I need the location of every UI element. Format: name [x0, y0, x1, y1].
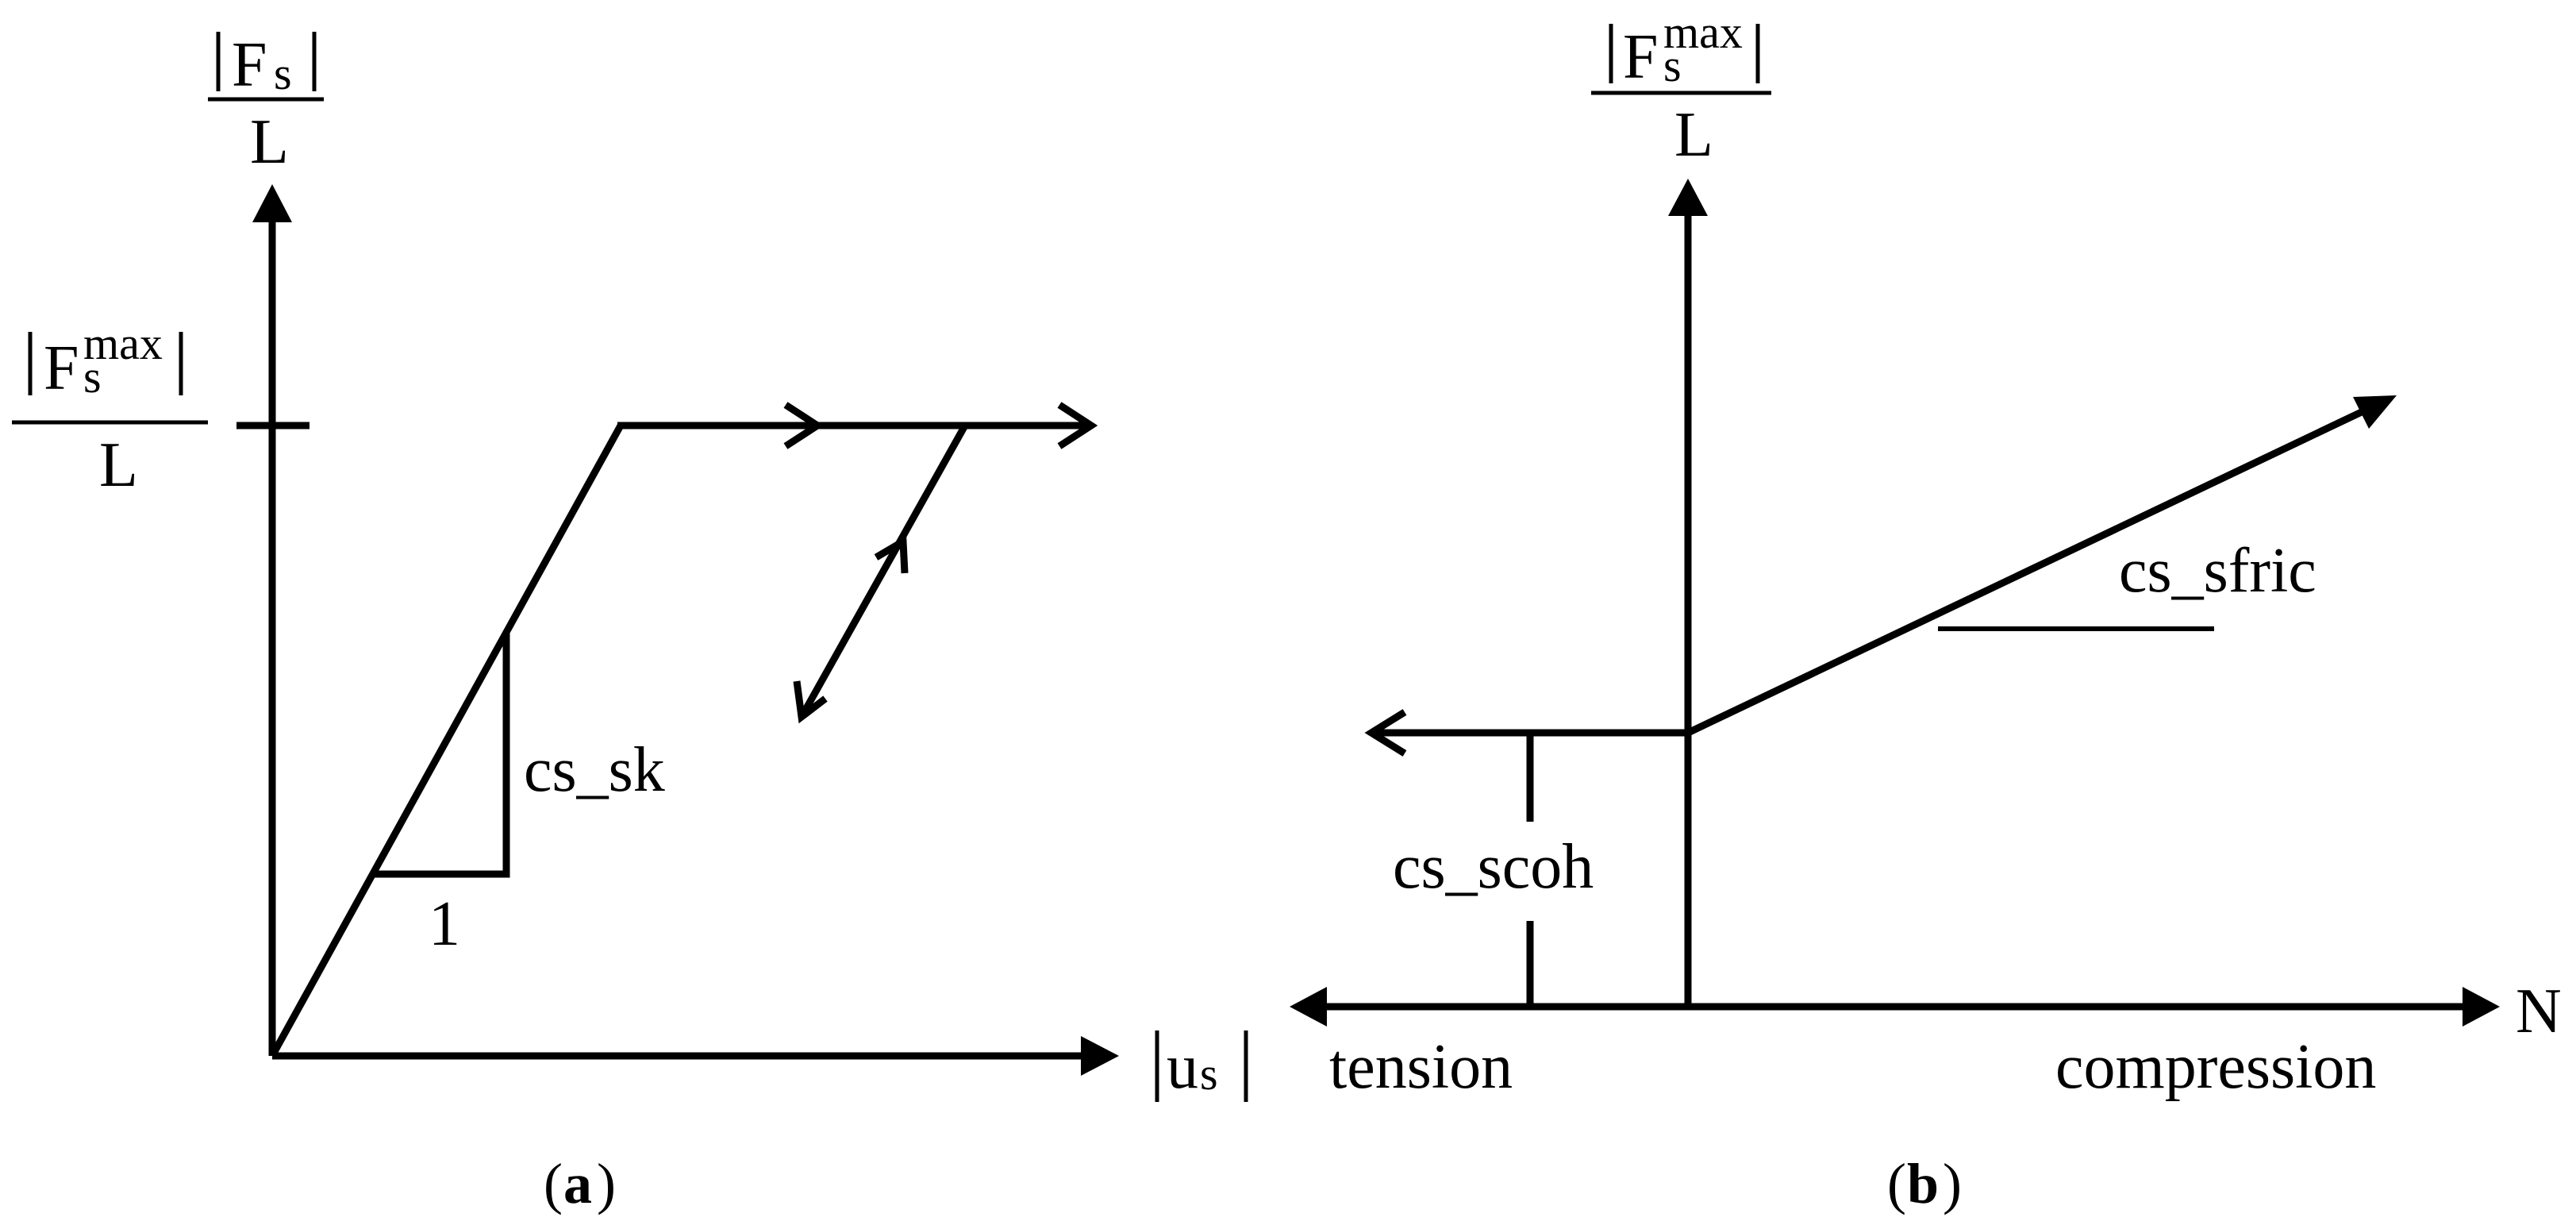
panel-a-caption-close: ) — [597, 1152, 616, 1215]
panel-a-x-label-subscript: s — [1200, 1048, 1218, 1100]
panel-a-slope-label: cs_sk — [524, 735, 665, 805]
panel-a-plateau-mid-arrow — [783, 402, 825, 449]
panel-a-y-label-subscript: s — [274, 48, 292, 99]
panel-a-max-denominator: L — [99, 430, 138, 500]
panel-b-y-label: F max s L — [1591, 6, 1771, 170]
panel-a: F s L F max s L u s cs_sk 1 ( a ) — [12, 30, 1248, 1215]
panel-b-x-axis-left-arrowhead — [1290, 987, 1327, 1027]
panel-a-y-label-denominator: L — [250, 107, 289, 177]
panel-b-compression-label: compression — [2055, 1032, 2376, 1102]
panel-a-max-superscript: max — [83, 318, 163, 369]
panel-a-x-label-symbol: u — [1167, 1032, 1198, 1102]
panel-a-unload-line — [798, 423, 968, 719]
panel-b-x-label: N — [2516, 977, 2562, 1046]
panel-b-caption: ( b ) — [1887, 1152, 1962, 1215]
panel-b-y-label-subscript: s — [1663, 40, 1682, 91]
panel-b-cohesion-label: cs_scoh — [1393, 832, 1594, 902]
panel-a-max-level-label: F max s L — [12, 318, 208, 500]
panel-a-unit-label: 1 — [429, 889, 460, 959]
panel-b-tension-label: tension — [1329, 1032, 1513, 1102]
panel-b-caption-letter: b — [1907, 1152, 1939, 1215]
panel-b-friction-line — [1686, 398, 2385, 737]
panel-a-caption-letter: a — [563, 1152, 592, 1215]
panel-b-friction-arrowhead — [2353, 395, 2397, 429]
panel-b-cohesion-arrow — [1364, 709, 1407, 757]
panel-b-friction-label: cs_sfric — [2119, 536, 2316, 606]
panel-a-plateau-end-arrow — [1057, 402, 1098, 449]
panel-b-y-axis-arrowhead — [1668, 179, 1708, 216]
panel-b: F max s L N tension compression cs_scoh … — [1290, 6, 2562, 1215]
panel-a-unload-arrow-up — [874, 535, 909, 574]
panel-b-y-label-denominator: L — [1674, 100, 1713, 170]
panel-a-x-label: u s — [1155, 1030, 1248, 1102]
panel-a-y-label-symbol: F — [232, 30, 267, 100]
panel-a-x-axis-arrowhead — [1081, 1036, 1119, 1076]
panel-a-elastic-line — [269, 423, 624, 1058]
panel-a-unload-arrow-down — [793, 680, 828, 724]
panel-b-caption-open: ( — [1887, 1152, 1906, 1215]
panel-a-y-axis-arrowhead — [252, 184, 292, 222]
panel-a-slope-triangle — [373, 632, 510, 878]
panel-b-caption-close: ) — [1943, 1152, 1962, 1215]
panel-b-y-label-superscript: max — [1663, 6, 1743, 58]
panel-b-x-axis-right-arrowhead — [2463, 987, 2500, 1027]
panel-a-max-subscript: s — [83, 351, 102, 403]
panel-b-y-label-symbol: F — [1623, 22, 1659, 92]
panel-a-caption: ( a ) — [544, 1152, 616, 1215]
panel-a-y-label: F s L — [208, 30, 324, 177]
panel-a-caption-open: ( — [544, 1152, 563, 1215]
panel-a-max-symbol: F — [44, 333, 79, 403]
